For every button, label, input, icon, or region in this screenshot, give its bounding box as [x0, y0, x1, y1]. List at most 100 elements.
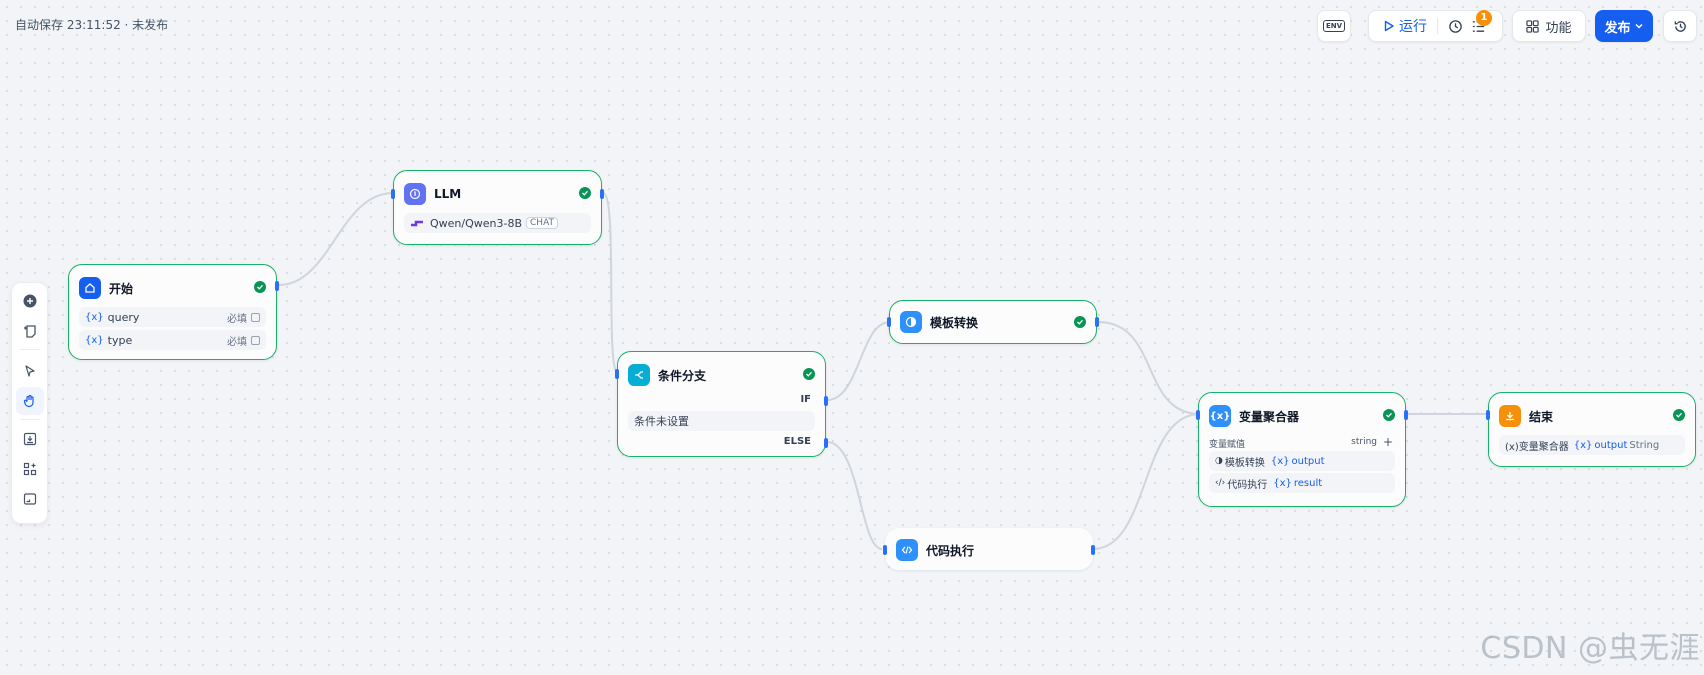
source-node-name: 模板转换	[1224, 457, 1265, 469]
variable-aggregator-icon: {x}	[1209, 405, 1231, 427]
checklist-count-badge: 1	[1476, 9, 1492, 26]
node-title: 开始	[109, 281, 134, 296]
toolbar-divider	[20, 419, 40, 420]
home-icon	[79, 277, 101, 299]
plus-circle-icon	[23, 294, 37, 308]
aggregator-var-row[interactable]: ◑ 模板转换 {x} output	[1209, 451, 1395, 471]
pointer-mode-button[interactable]	[16, 357, 44, 385]
export-image-button[interactable]	[16, 425, 44, 453]
success-check-icon	[803, 368, 815, 380]
start-var-row[interactable]: {x} query 必填	[79, 307, 266, 327]
node-header: 代码执行	[896, 539, 974, 561]
toolbar-divider	[1437, 18, 1438, 34]
grid-icon	[1526, 19, 1540, 33]
minimap-button[interactable]	[16, 485, 44, 513]
code-icon: ‹/›	[1215, 478, 1226, 488]
env-button[interactable]: ENV	[1317, 10, 1351, 42]
features-label: 功能	[1545, 20, 1572, 36]
start-var-row[interactable]: {x} type 必填	[79, 330, 266, 350]
node-header: {x} 变量聚合器	[1209, 405, 1299, 427]
else-output-handle[interactable]	[824, 438, 828, 448]
toolbar-divider	[20, 349, 40, 350]
aggregator-var-row[interactable]: ‹/› 代码执行 {x} result	[1209, 473, 1395, 493]
model-row[interactable]: Qwen/Qwen3-8B CHAT	[404, 213, 591, 233]
template-node[interactable]: 模板转换	[887, 300, 1099, 344]
llm-node[interactable]: LLM Qwen/Qwen3-8B CHAT	[391, 170, 604, 245]
chevron-down-icon	[1634, 23, 1643, 29]
edge-else-code	[826, 441, 883, 550]
node-title: 结束	[1529, 409, 1554, 424]
else-branch-label: ELSE	[783, 436, 811, 447]
required-label: 必填	[227, 336, 247, 348]
watermark: CSDN @虫无涯	[1480, 631, 1700, 666]
if-output-handle[interactable]	[824, 396, 828, 406]
text-input-icon	[251, 312, 260, 322]
if-else-node[interactable]: 条件分支 IF 条件未设置 ELSE	[615, 351, 828, 457]
type-label: string	[1351, 437, 1377, 447]
pointer-icon	[25, 365, 35, 377]
variable-name: output	[1594, 439, 1628, 451]
start-node[interactable]: 开始 {x} query 必填 {x} type 必填	[68, 264, 279, 360]
note-icon	[24, 325, 36, 338]
run-button[interactable]: 运行	[1383, 16, 1427, 36]
template-icon: ◑	[1215, 456, 1223, 466]
model-name: Qwen/Qwen3-8B	[430, 216, 523, 230]
node-header: LLM	[404, 183, 461, 205]
edge-llm-ifelse	[602, 192, 619, 374]
output-handle[interactable]	[1404, 410, 1408, 420]
node-header: 结束	[1499, 405, 1553, 427]
input-handle[interactable]	[1196, 410, 1200, 420]
env-icon: ENV	[1322, 20, 1346, 32]
model-mode-badge: CHAT	[526, 217, 559, 229]
success-check-icon	[1673, 409, 1685, 421]
organize-blocks-button[interactable]	[16, 455, 44, 483]
if-branch-label: IF	[800, 394, 811, 405]
variable-icon: {x}	[1270, 455, 1290, 467]
output-handle[interactable]	[1091, 545, 1095, 555]
variable-aggregator-node[interactable]: {x} 变量聚合器 变量赋值 string + ◑ 模板转换 {x} outpu…	[1196, 392, 1408, 507]
success-check-icon	[579, 187, 591, 199]
variable-icon: {x}	[1273, 477, 1292, 489]
node-header: 开始	[79, 277, 133, 299]
success-check-icon	[254, 281, 266, 293]
input-handle[interactable]	[1486, 410, 1490, 420]
add-node-button[interactable]	[16, 287, 44, 315]
node-title: 变量聚合器	[1239, 409, 1300, 424]
version-history-button[interactable]	[1663, 10, 1697, 42]
end-output-row[interactable]: (x)变量聚合器 {x} output String	[1499, 435, 1685, 455]
output-handle[interactable]	[600, 189, 604, 199]
required-label: 必填	[227, 313, 247, 325]
play-icon	[1384, 20, 1394, 32]
end-node[interactable]: 结束 (x)变量聚合器 {x} output String	[1486, 392, 1696, 467]
edge-start-llm	[278, 192, 394, 286]
source-node-name: (x)变量聚合器	[1505, 441, 1569, 453]
input-handle[interactable]	[391, 189, 395, 199]
edge-code-aggregator	[1092, 413, 1201, 550]
checklist-button[interactable]: 1	[1471, 9, 1492, 34]
history-icon	[1674, 20, 1686, 32]
publish-label: 发布	[1604, 20, 1631, 36]
publish-button[interactable]: 发布	[1595, 10, 1653, 42]
add-note-button[interactable]	[16, 317, 44, 345]
features-button[interactable]: 功能	[1512, 10, 1586, 42]
node-title: 代码执行	[926, 543, 975, 558]
debug-history-button[interactable]	[1448, 19, 1463, 34]
variable-icon: {x}	[85, 311, 104, 323]
variable-icon: {x}	[1573, 439, 1593, 451]
add-variable-button[interactable]: +	[1382, 435, 1393, 449]
var-name: query	[107, 310, 140, 324]
output-handle[interactable]	[275, 281, 279, 291]
input-handle[interactable]	[887, 317, 891, 327]
node-header: 模板转换	[900, 311, 978, 333]
hand-mode-button[interactable]	[16, 387, 44, 415]
variable-type: String	[1629, 439, 1660, 451]
output-handle[interactable]	[1095, 317, 1099, 327]
template-icon	[900, 311, 922, 333]
condition-row[interactable]: 条件未设置	[628, 411, 815, 431]
input-handle[interactable]	[883, 545, 887, 555]
canvas-toolbar	[11, 282, 48, 524]
code-node[interactable]: 代码执行	[883, 528, 1095, 570]
input-handle[interactable]	[615, 369, 619, 379]
run-label: 运行	[1399, 19, 1427, 35]
node-title: 模板转换	[930, 315, 979, 330]
